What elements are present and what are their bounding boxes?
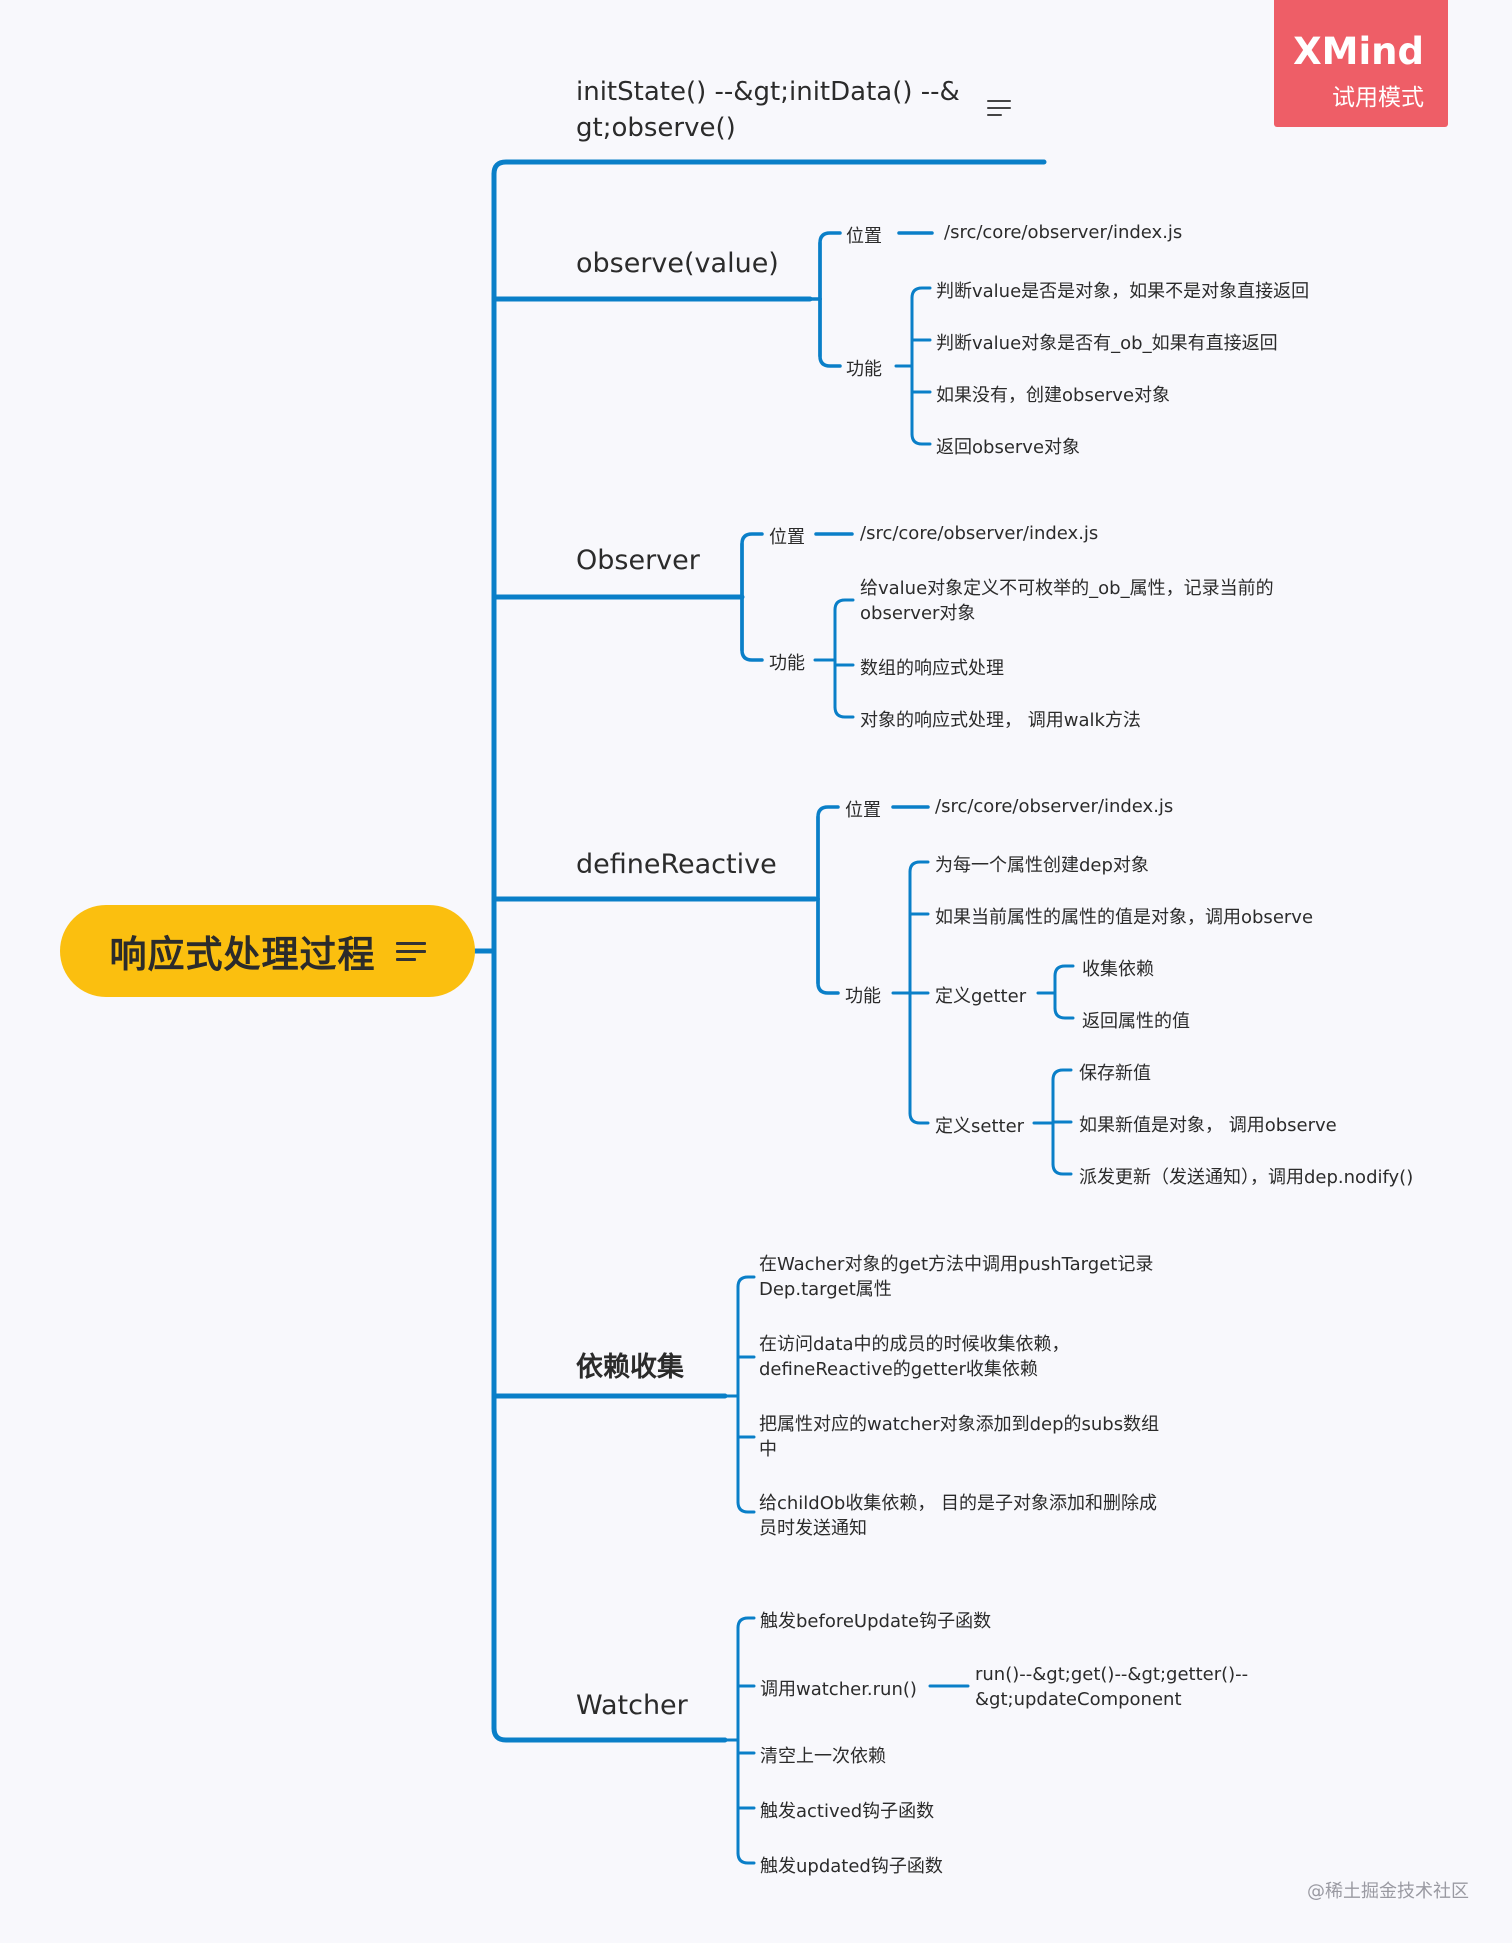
branch-underline	[491, 1725, 728, 1743]
getter-item[interactable]: 收集依赖	[1082, 959, 1154, 980]
watcher-item[interactable]: 触发updated钩子函数	[760, 1856, 943, 1877]
topic-observer[interactable]: Observer	[576, 545, 700, 576]
watcher-run-detail[interactable]: run()--&gt;get()--&gt;getter()--&gt;upda…	[975, 1664, 1249, 1710]
define-reactive-functions-bracket-branch	[908, 860, 930, 995]
getter-bracket-branch	[1053, 964, 1075, 995]
observe-bracket-branch	[818, 297, 842, 368]
badge-brand: XMind	[1293, 30, 1424, 73]
getter-item[interactable]: 返回属性的值	[1082, 1011, 1190, 1032]
observer-functions-bracket-branch	[833, 658, 855, 719]
define-reactive-bracket-branch	[816, 897, 840, 995]
watcher-item[interactable]: 触发actived钩子函数	[760, 1801, 935, 1822]
dependency-item[interactable]: 把属性对应的watcher对象添加到dep的subs数组中	[759, 1414, 1160, 1460]
setter-bracket-branch	[1051, 1068, 1073, 1125]
define-reactive-location-label[interactable]: 位置	[845, 800, 881, 821]
define-reactive-bracket-branch	[816, 805, 840, 901]
dependency-item[interactable]: 在Wacher对象的get方法中调用pushTarget记录Dep.target…	[759, 1254, 1154, 1300]
observe-function-item[interactable]: 判断value是否是对象，如果不是对象直接返回	[936, 281, 1310, 302]
observe-function-item[interactable]: 返回observe对象	[936, 437, 1081, 458]
xmind-trial-badge: XMind 试用模式	[1274, 0, 1448, 127]
observer-location-label[interactable]: 位置	[769, 527, 805, 548]
define-getter[interactable]: 定义getter	[935, 986, 1027, 1007]
topic-init-line1: initState() --&gt;initData() --&	[576, 77, 960, 107]
observer-bracket-branch	[740, 595, 764, 662]
observe-functions-bracket-branch	[910, 286, 932, 368]
observer-function-item[interactable]: 给value对象定义不可枚举的_ob_属性，记录当前的observer对象	[860, 578, 1274, 624]
define-setter[interactable]: 定义setter	[935, 1116, 1025, 1137]
observe-location-value[interactable]: /src/core/observer/index.js	[944, 222, 1183, 243]
watcher-bracket-branch	[736, 1738, 756, 1865]
badge-mode: 试用模式	[1332, 85, 1424, 111]
watcher-item[interactable]: 调用watcher.run()	[760, 1679, 917, 1700]
define-reactive-function-item[interactable]: 如果当前属性的属性的值是对象，调用observe	[935, 907, 1314, 928]
setter-item[interactable]: 保存新值	[1079, 1063, 1151, 1084]
setter-item[interactable]: 派发更新（发送通知），调用dep.nodify()	[1079, 1167, 1414, 1188]
define-reactive-functions-bracket-branch	[908, 991, 930, 1125]
watcher-item[interactable]: 触发beforeUpdate钩子函数	[760, 1611, 992, 1632]
watermark: @稀土掘金技术社区	[1307, 1881, 1469, 1902]
observer-bracket-branch	[740, 532, 764, 599]
observe-functions-bracket-branch	[910, 364, 932, 446]
setter-bracket-branch	[1051, 1121, 1073, 1176]
topic-watcher[interactable]: Watcher	[576, 1690, 688, 1721]
watcher-bracket-branch	[736, 1616, 756, 1742]
observe-bracket-branch	[818, 231, 842, 301]
observe-location-label[interactable]: 位置	[846, 226, 882, 247]
observe-function-item[interactable]: 如果没有，创建observe对象	[936, 385, 1171, 406]
topic-define-reactive[interactable]: defineReactive	[576, 849, 777, 880]
dependency-bracket-branch	[736, 1394, 756, 1514]
topic-dependency-collection[interactable]: 依赖收集	[576, 1352, 684, 1383]
topic-observe-value[interactable]: observe(value)	[576, 248, 779, 279]
dependency-item[interactable]: 给childOb收集依赖， 目的是子对象添加和删除成员时发送通知	[759, 1493, 1158, 1539]
define-reactive-function-item[interactable]: 为每一个属性创建dep对象	[935, 855, 1149, 876]
root-topic-label: 响应式处理过程	[109, 933, 376, 976]
observer-function-label[interactable]: 功能	[769, 653, 805, 674]
dependency-item[interactable]: 在访问data中的成员的时候收集依赖，defineReactive的getter…	[759, 1334, 1070, 1380]
setter-item[interactable]: 如果新值是对象， 调用observe	[1079, 1115, 1337, 1136]
observe-function-label[interactable]: 功能	[846, 359, 882, 380]
getter-bracket-branch	[1053, 991, 1075, 1020]
note-icon[interactable]	[987, 100, 1011, 118]
branch-underline	[491, 159, 1047, 177]
define-reactive-location-value[interactable]: /src/core/observer/index.js	[935, 796, 1174, 817]
topic-init-line2: gt;observe()	[576, 113, 736, 143]
note-icon[interactable]	[395, 940, 426, 962]
observer-functions-bracket-branch	[833, 598, 855, 662]
dependency-bracket-branch	[736, 1275, 756, 1398]
observer-location-value[interactable]: /src/core/observer/index.js	[860, 523, 1099, 544]
observer-function-item[interactable]: 数组的响应式处理	[860, 658, 1004, 679]
watcher-item[interactable]: 清空上一次依赖	[760, 1746, 886, 1767]
observe-function-item[interactable]: 判断value对象是否有_ob_如果有直接返回	[936, 333, 1278, 354]
define-reactive-function-label[interactable]: 功能	[845, 986, 881, 1007]
observer-function-item[interactable]: 对象的响应式处理， 调用walk方法	[860, 710, 1141, 731]
topic-init-chain[interactable]: initState() --&gt;initData() --& gt;obse…	[576, 74, 960, 146]
root-topic[interactable]: 响应式处理过程	[60, 905, 475, 997]
